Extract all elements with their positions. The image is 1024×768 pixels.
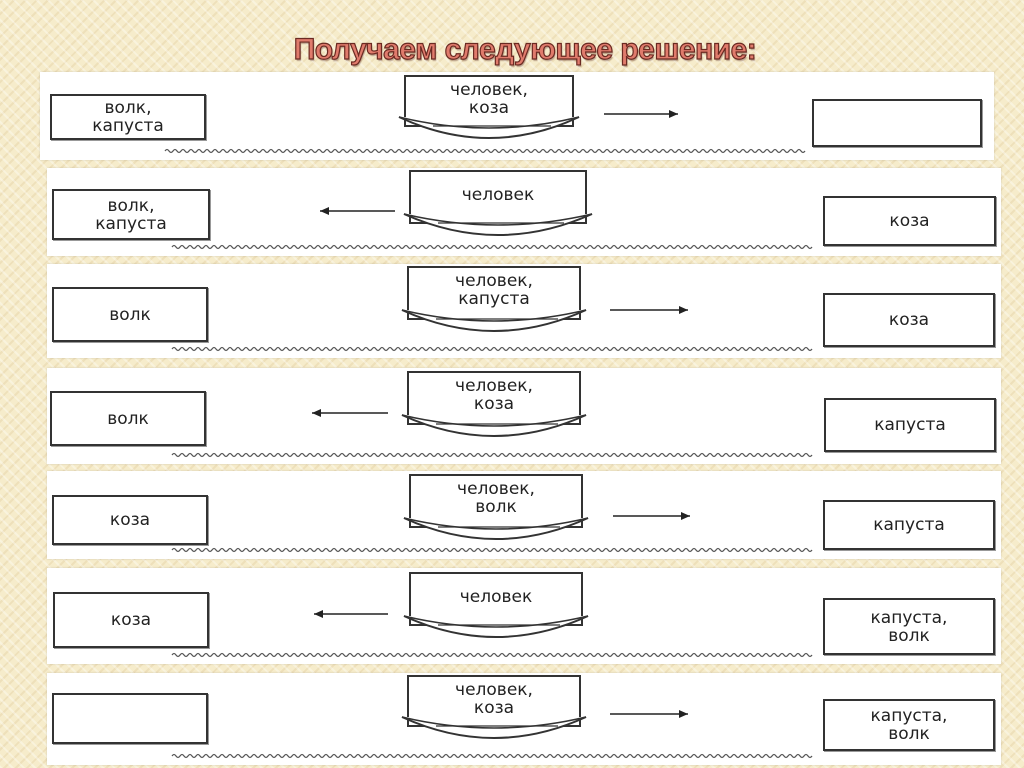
right-bank-box: коза: [823, 293, 995, 347]
left-bank-box: волк: [52, 287, 208, 342]
boat: [401, 675, 587, 739]
arrow-left-icon: [320, 207, 395, 215]
water-waves: [171, 753, 813, 759]
right-bank-box: капуста, волк: [823, 598, 995, 655]
boat-passengers-label: человек, волк: [457, 479, 535, 517]
boat-passengers-label: человек: [461, 185, 535, 205]
boat: [401, 266, 587, 332]
right-bank-box: коза: [823, 196, 996, 246]
boat: [398, 75, 580, 139]
left-bank-box: коза: [53, 592, 209, 648]
water-waves: [171, 244, 813, 250]
left-bank-box: волк, капуста: [52, 189, 210, 240]
boat: [401, 371, 587, 437]
boat: [403, 572, 589, 638]
right-bank-box: [812, 99, 982, 147]
right-bank-box: капуста: [824, 398, 996, 452]
water-waves: [171, 452, 813, 458]
boat-passengers-label: человек, коза: [450, 80, 528, 118]
water-waves: [171, 547, 813, 553]
right-bank-box: капуста: [823, 500, 995, 550]
left-bank-box: коза: [52, 495, 208, 545]
left-bank-box: волк, капуста: [50, 94, 206, 140]
arrow-right-icon: [613, 512, 690, 520]
arrow-left-icon: [314, 610, 388, 618]
boat-passengers-label: человек, коза: [455, 376, 533, 414]
water-waves: [171, 346, 813, 352]
boat-passengers-label: человек, коза: [455, 680, 533, 718]
boat: [403, 474, 589, 540]
water-waves: [171, 652, 813, 658]
boat-passengers-label: человек, капуста: [455, 271, 533, 309]
arrow-right-icon: [610, 710, 688, 718]
water-waves: [164, 148, 806, 154]
right-bank-box: капуста, волк: [823, 699, 995, 751]
left-bank-box: волк: [50, 391, 206, 446]
arrow-right-icon: [604, 110, 678, 118]
boat: [403, 170, 593, 236]
slide-title: Получаем следующее решение:: [293, 32, 757, 66]
arrow-left-icon: [312, 409, 388, 417]
boat-passengers-label: человек: [459, 587, 533, 607]
arrow-right-icon: [610, 306, 688, 314]
left-bank-box: [52, 693, 208, 744]
